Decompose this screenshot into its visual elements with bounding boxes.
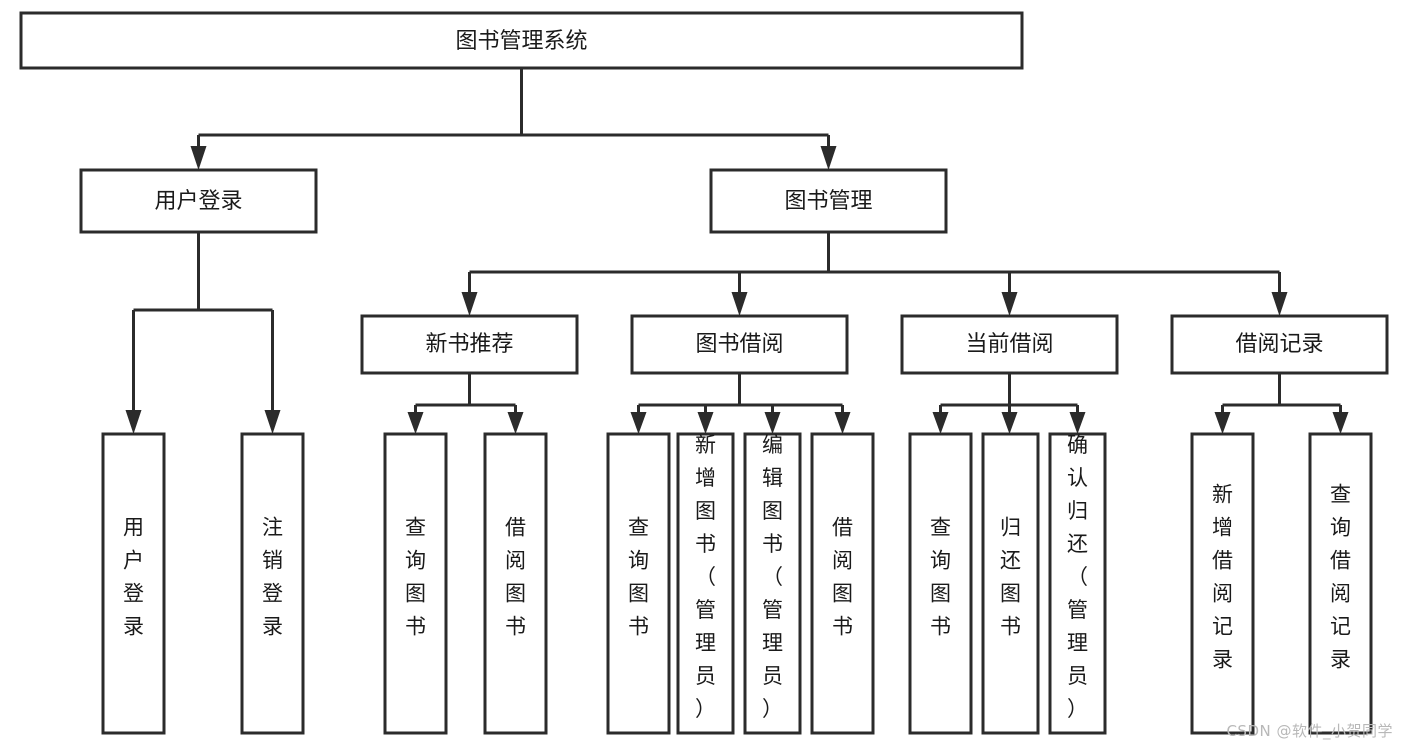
leaf-add-record[interactable]: 新增借阅记录 <box>1190 432 1255 735</box>
leaf-query-book-1-box[interactable] <box>383 432 448 735</box>
leaf-query-book-2-box[interactable] <box>606 432 671 735</box>
arrow-head-leaf-return-book <box>1001 412 1018 434</box>
node-root-label: 图书管理系统 <box>455 29 587 54</box>
node-book-borrow-label: 图书借阅 <box>695 332 783 357</box>
leaf-logout[interactable]: 注销登录 <box>240 432 305 735</box>
leaf-user-login-box[interactable] <box>101 432 166 735</box>
leaf-borrow-book-1-label: 借阅图书 <box>505 516 526 639</box>
arrow-head-leaf-borrow-book-2 <box>834 412 851 434</box>
node-borrow-record-box[interactable] <box>1170 314 1389 375</box>
leaf-borrow-book-2[interactable]: 借阅图书 <box>810 432 875 735</box>
leaf-logout-box[interactable] <box>240 432 305 735</box>
leaf-query-book-1[interactable]: 查询图书 <box>383 432 448 735</box>
node-book-borrow[interactable]: 图书借阅 <box>630 314 849 375</box>
node-new-book-rec-box[interactable] <box>360 314 579 375</box>
leaf-borrow-book-2-box[interactable] <box>810 432 875 735</box>
arrow-head-leaf-add-record <box>1214 412 1231 434</box>
node-new-book-rec[interactable]: 新书推荐 <box>360 314 579 375</box>
leaf-confirm-return[interactable]: 确认归还（管理员） <box>1048 432 1107 735</box>
arrow-head-book-manage <box>820 146 837 170</box>
leaf-edit-book[interactable]: 编辑图书（管理员） <box>743 432 802 735</box>
leaf-edit-book-box[interactable] <box>743 432 802 735</box>
leaf-query-book-3-box[interactable] <box>908 432 973 735</box>
node-root-box[interactable] <box>19 11 1024 70</box>
leaf-query-record-label: 查询借阅记录 <box>1330 483 1351 672</box>
arrow-head-book-borrow <box>731 292 748 316</box>
arrow-head-leaf-query-book-1 <box>407 412 424 434</box>
arrow-head-leaf-add-book <box>697 412 714 434</box>
leaf-query-book-2[interactable]: 查询图书 <box>606 432 671 735</box>
leaf-confirm-return-label: 确认归还（管理员） <box>1067 433 1088 721</box>
leaf-add-record-box[interactable] <box>1190 432 1255 735</box>
leaf-query-book-1-label: 查询图书 <box>405 516 426 639</box>
arrow-head-new-book-rec <box>461 292 478 316</box>
leaf-borrow-book-1-box[interactable] <box>483 432 548 735</box>
leaf-borrow-book-1[interactable]: 借阅图书 <box>483 432 548 735</box>
leaf-query-record-box[interactable] <box>1308 432 1373 735</box>
node-current-borrow-label: 当前借阅 <box>965 332 1053 357</box>
leaf-add-record-label: 新增借阅记录 <box>1212 483 1233 672</box>
arrow-head-borrow-record <box>1271 292 1288 316</box>
node-user-login-label: 用户登录 <box>154 189 242 214</box>
leaf-return-book[interactable]: 归还图书 <box>981 432 1040 735</box>
node-book-borrow-box[interactable] <box>630 314 849 375</box>
leaf-user-login-label: 用户登录 <box>123 516 144 639</box>
node-root[interactable]: 图书管理系统 <box>19 11 1024 70</box>
leaf-edit-book-label: 编辑图书（管理员） <box>762 433 783 721</box>
arrow-head-leaf-logout <box>264 410 281 434</box>
leaf-borrow-book-2-label: 借阅图书 <box>832 516 853 639</box>
node-current-borrow[interactable]: 当前借阅 <box>900 314 1119 375</box>
node-new-book-rec-label: 新书推荐 <box>425 332 513 357</box>
arrow-head-leaf-borrow-book-1 <box>507 412 524 434</box>
arrow-head-leaf-edit-book <box>764 412 781 434</box>
leaf-user-login[interactable]: 用户登录 <box>101 432 166 735</box>
leaf-query-book-3[interactable]: 查询图书 <box>908 432 973 735</box>
leaf-return-book-label: 归还图书 <box>1000 516 1021 639</box>
leaf-add-book-box[interactable] <box>676 432 735 735</box>
leaf-add-book-label: 新增图书（管理员） <box>695 433 716 721</box>
leaf-query-book-2-label: 查询图书 <box>628 516 649 639</box>
csdn-watermark: CSDN @软件_小贺同学 <box>1226 722 1393 740</box>
arrow-head-leaf-confirm-return <box>1069 412 1086 434</box>
arrow-head-current-borrow <box>1001 292 1018 316</box>
node-book-manage[interactable]: 图书管理 <box>709 168 948 234</box>
arrow-head-leaf-query-record <box>1332 412 1349 434</box>
node-book-manage-box[interactable] <box>709 168 948 234</box>
connector-layer <box>125 68 1349 434</box>
leaf-query-book-3-label: 查询图书 <box>930 516 951 639</box>
node-current-borrow-box[interactable] <box>900 314 1119 375</box>
leaf-logout-label: 注销登录 <box>262 516 283 639</box>
arrow-head-leaf-query-book-2 <box>630 412 647 434</box>
node-borrow-record[interactable]: 借阅记录 <box>1170 314 1389 375</box>
leaf-query-record[interactable]: 查询借阅记录 <box>1308 432 1373 735</box>
arrow-head-leaf-query-book-3 <box>932 412 949 434</box>
node-borrow-record-label: 借阅记录 <box>1235 332 1323 357</box>
node-user-login[interactable]: 用户登录 <box>79 168 318 234</box>
node-user-login-box[interactable] <box>79 168 318 234</box>
node-book-manage-label: 图书管理 <box>784 189 872 214</box>
leaf-confirm-return-box[interactable] <box>1048 432 1107 735</box>
leaf-add-book[interactable]: 新增图书（管理员） <box>676 432 735 735</box>
leaf-return-book-box[interactable] <box>981 432 1040 735</box>
arrow-head-leaf-user-login <box>125 410 142 434</box>
arrow-head-user-login <box>190 146 207 170</box>
